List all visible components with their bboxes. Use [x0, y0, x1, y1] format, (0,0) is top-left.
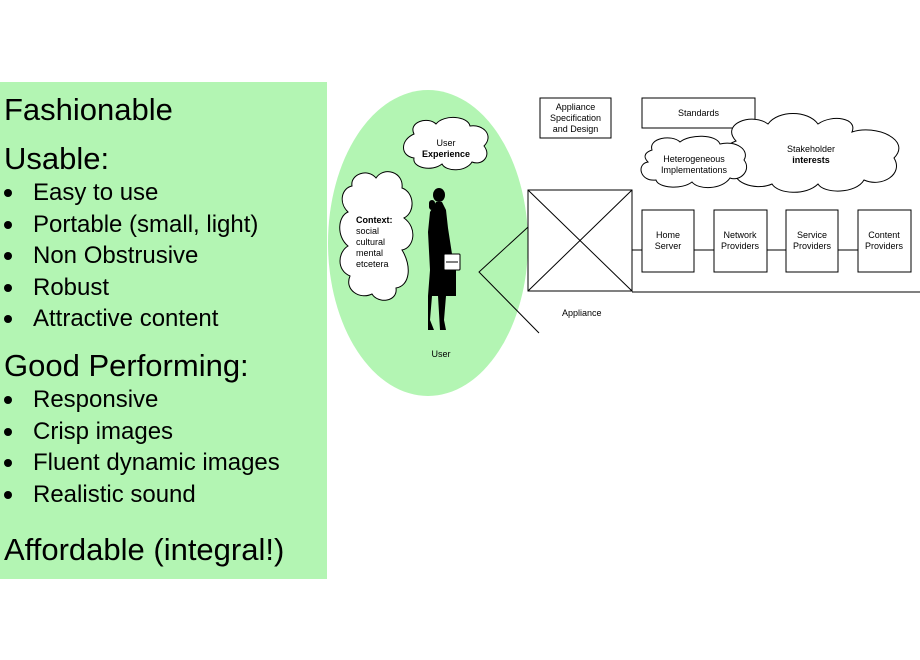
svg-text:Content: Content [868, 230, 900, 240]
content-providers-box: Content Providers [857, 209, 912, 273]
appliance-spec-box: Appliance Specification and Design [539, 97, 612, 139]
heterogeneous-cloud: Heterogeneous Implementations [640, 135, 748, 188]
svg-text:Home: Home [656, 230, 680, 240]
svg-text:User: User [436, 138, 455, 148]
standards-box: Standards [641, 97, 756, 129]
stakeholder-cloud: Stakeholder interests [721, 113, 900, 193]
requirements-panel: Fashionable Usable: Easy to use Portable… [0, 82, 327, 579]
svg-text:and Design: and Design [553, 124, 599, 134]
svg-text:Context:: Context: [356, 215, 393, 225]
service-providers-box: Service Providers [785, 209, 839, 273]
user-experience-cloud: User Experience [403, 117, 489, 171]
svg-text:Specification: Specification [550, 113, 601, 123]
bullet-icon [4, 459, 12, 468]
svg-text:Providers: Providers [865, 241, 904, 251]
svg-text:Heterogeneous: Heterogeneous [663, 154, 725, 164]
list-item: Non Obstrusive [0, 240, 258, 272]
appliance-label: Appliance [562, 308, 602, 318]
usable-list: Easy to use Portable (small, light) Non … [0, 177, 258, 335]
heading-fashionable: Fashionable [4, 92, 173, 127]
svg-text:Standards: Standards [678, 108, 720, 118]
list-item: Crisp images [0, 416, 280, 448]
list-item: Responsive [0, 384, 280, 416]
bullet-icon [4, 315, 12, 324]
bullet-icon [4, 490, 12, 499]
svg-text:interests: interests [792, 155, 830, 165]
user-ellipse [328, 90, 528, 396]
context-cloud: Context: social cultural mental etcetera [339, 171, 414, 301]
svg-text:Service: Service [797, 230, 827, 240]
appliance-box [527, 189, 633, 292]
list-item: Robust [0, 272, 258, 304]
list-item: Attractive content [0, 303, 258, 335]
list-item: Easy to use [0, 177, 258, 209]
list-item: Realistic sound [0, 479, 280, 511]
svg-text:Network: Network [723, 230, 757, 240]
bullet-icon [4, 220, 12, 229]
heading-good-performing: Good Performing: [4, 348, 249, 383]
bullet-icon [4, 427, 12, 436]
svg-text:social: social [356, 226, 379, 236]
bullet-icon [4, 252, 12, 261]
bullet-icon [4, 283, 12, 292]
svg-text:Appliance: Appliance [556, 102, 596, 112]
user-figure-icon [428, 188, 461, 330]
list-item: Portable (small, light) [0, 209, 258, 241]
heading-usable: Usable: [4, 141, 110, 176]
svg-text:Stakeholder: Stakeholder [787, 144, 835, 154]
svg-text:cultural: cultural [356, 237, 385, 247]
network-providers-box: Network Providers [713, 209, 768, 273]
svg-text:Experience: Experience [422, 149, 470, 159]
svg-text:etcetera: etcetera [356, 259, 389, 269]
svg-text:Implementations: Implementations [661, 165, 728, 175]
home-server-box: Home Server [641, 209, 695, 273]
bullet-icon [4, 189, 12, 197]
list-item: Fluent dynamic images [0, 447, 280, 479]
svg-text:Server: Server [655, 241, 682, 251]
svg-text:Providers: Providers [793, 241, 832, 251]
bullet-icon [4, 396, 12, 404]
user-label: User [431, 349, 450, 359]
appliance-pointer [478, 216, 540, 334]
svg-text:mental: mental [356, 248, 383, 258]
performing-list: Responsive Crisp images Fluent dynamic i… [0, 384, 280, 510]
heading-affordable: Affordable (integral!) [4, 532, 285, 567]
svg-text:Providers: Providers [721, 241, 760, 251]
